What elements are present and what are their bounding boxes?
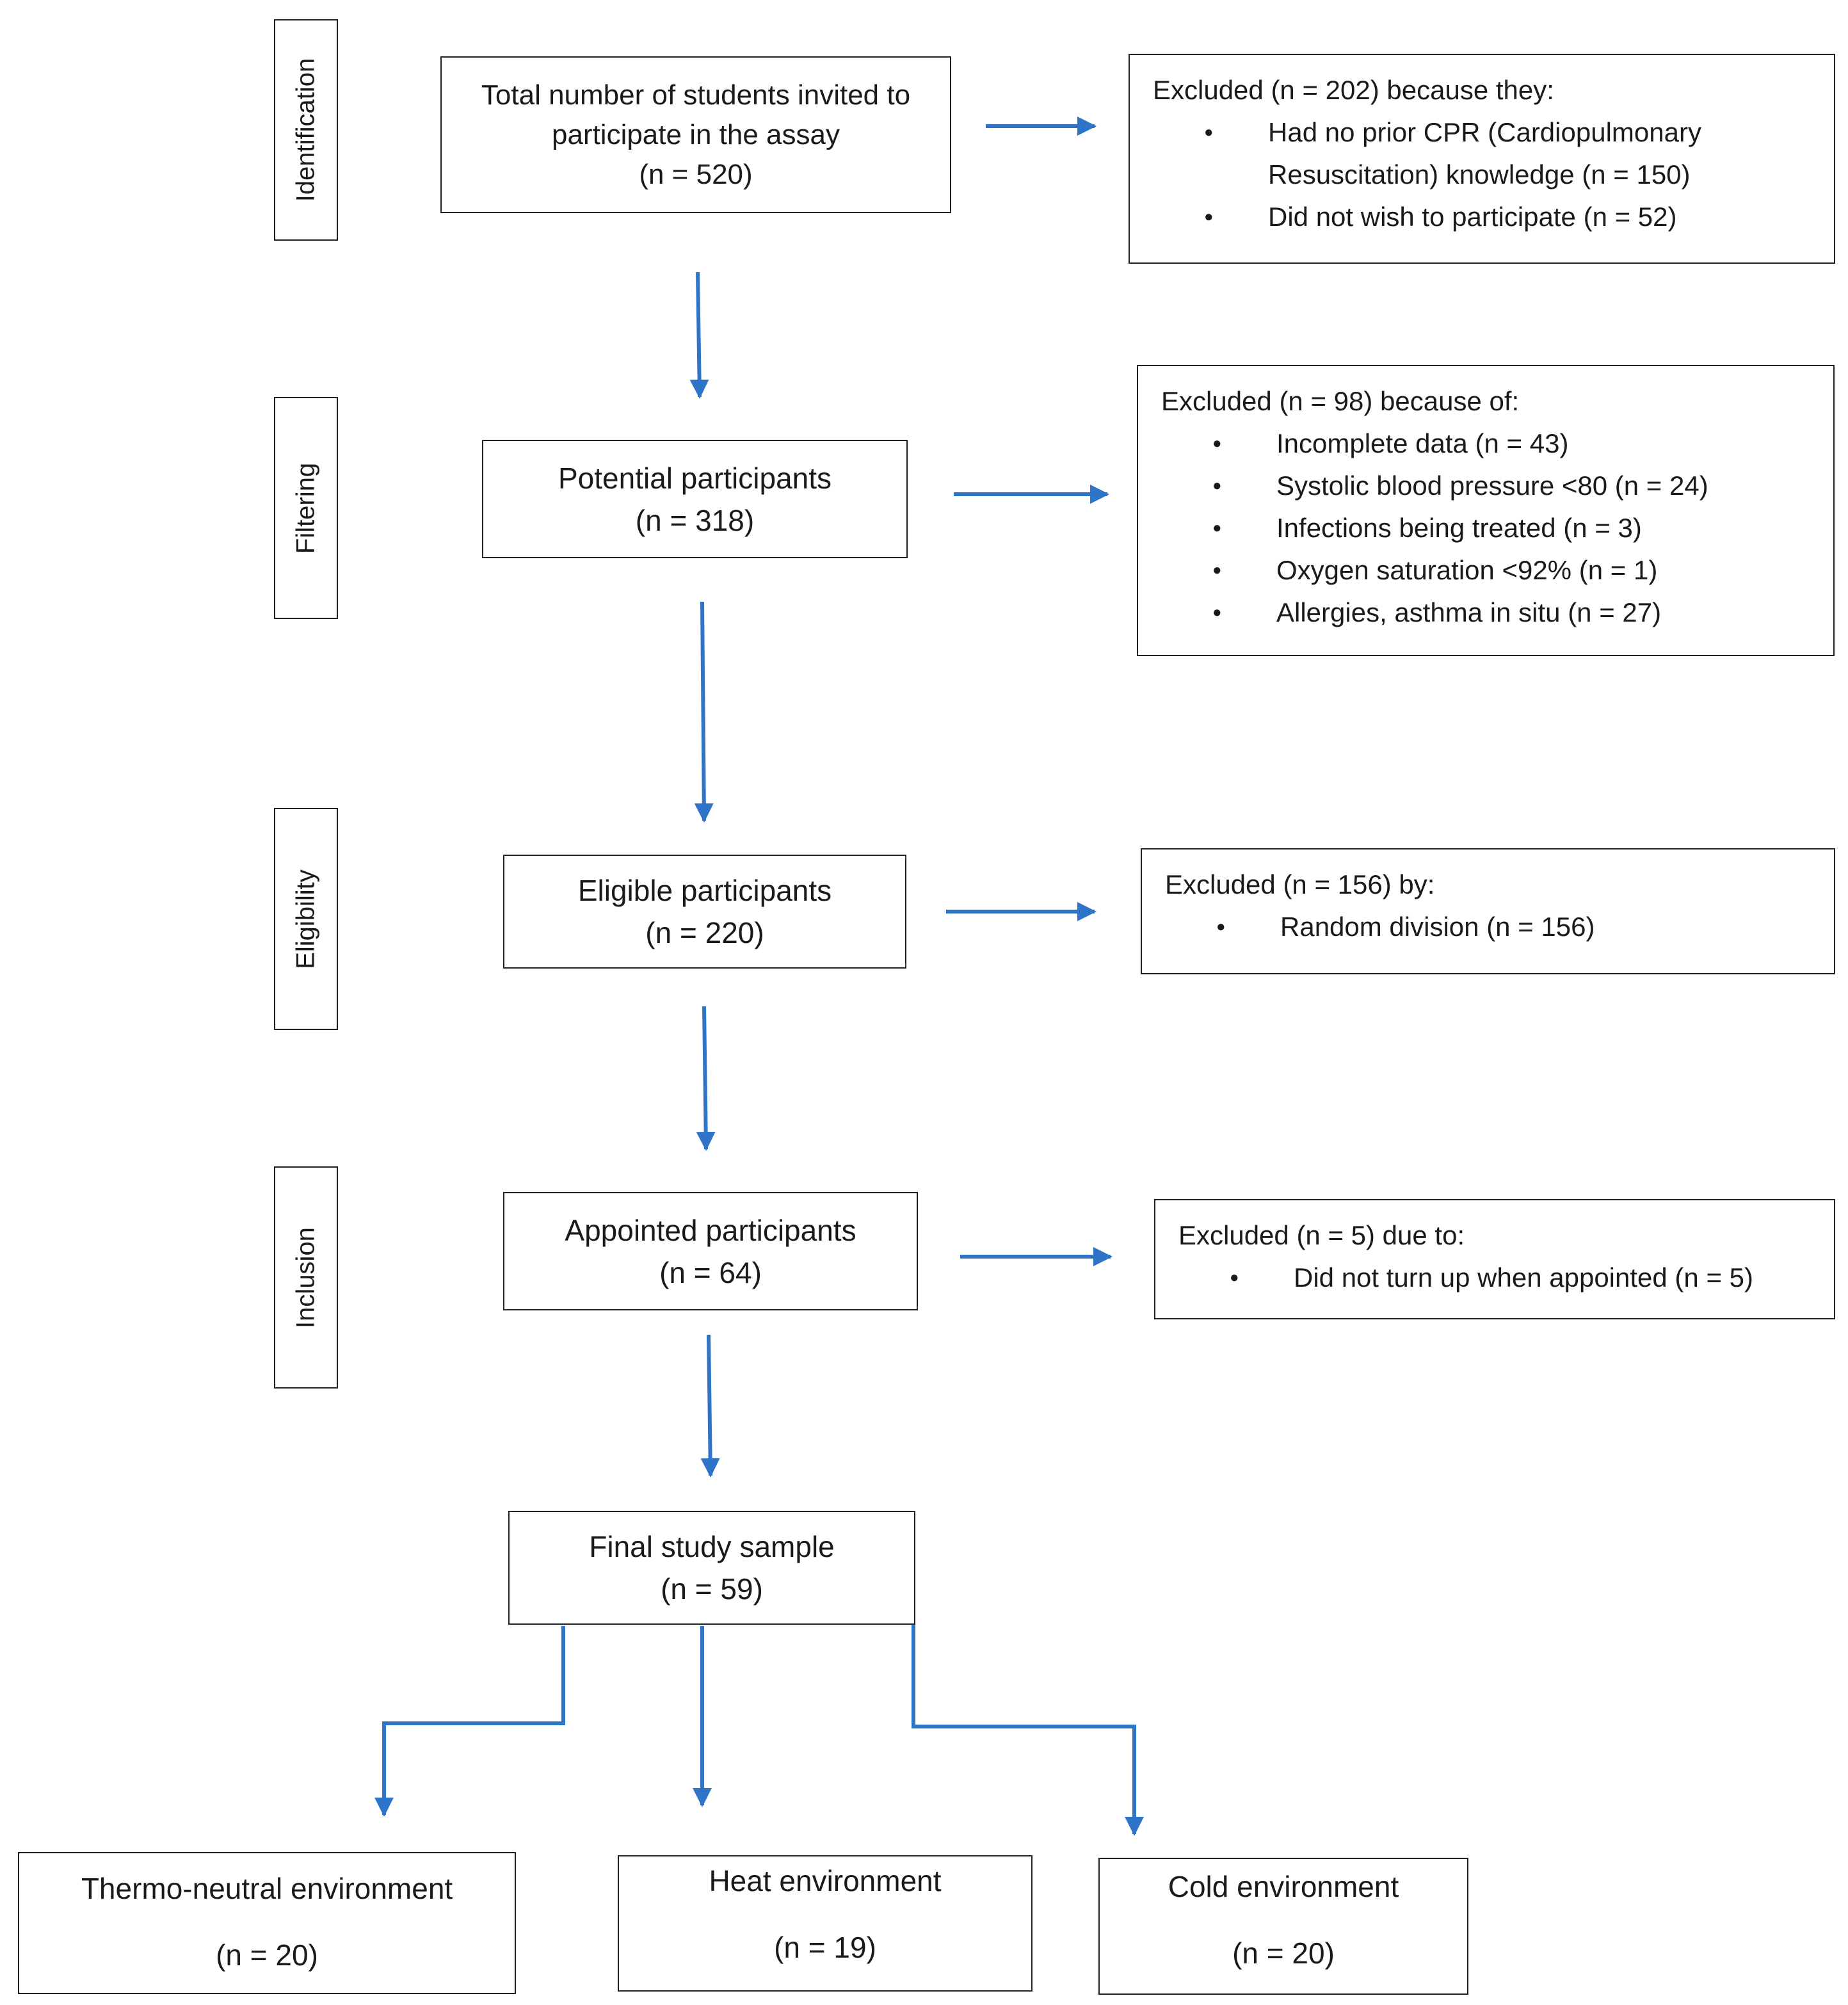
invited-line1: Total number of students invited to [481, 79, 911, 111]
group-thermoneutral-count: (n = 20) [216, 1938, 318, 1972]
stage-inclusion-text: Inclusion [291, 1227, 320, 1328]
exclusion-eligibility-header: Excluded (n = 156) by: [1165, 869, 1435, 899]
stage-filtering-text: Filtering [291, 462, 320, 554]
exclusion-identification-list: Had no prior CPR (Cardiopulmonary Resusc… [1153, 111, 1834, 238]
exclusion-box-eligibility: Excluded (n = 156) by: Random division (… [1141, 848, 1835, 974]
exclusion-box-inclusion: Excluded (n = 5) due to: Did not turn up… [1154, 1199, 1835, 1319]
exclusion-item: Had no prior CPR (Cardiopulmonary Resusc… [1153, 111, 1834, 196]
final-label: Final study sample [589, 1530, 835, 1563]
group-box-cold: Cold environment (n = 20) [1098, 1858, 1468, 1995]
eligible-count: (n = 220) [645, 916, 764, 949]
arrow-appointed-to-final [700, 1334, 720, 1478]
exclusion-item: Systolic blood pressure <80 (n = 24) [1161, 465, 1833, 507]
group-heat-label: Heat environment [709, 1864, 942, 1897]
appointed-label: Appointed participants [565, 1213, 856, 1247]
group-heat-count: (n = 19) [774, 1931, 876, 1964]
exclusion-inclusion-list: Did not turn up when appointed (n = 5) [1178, 1257, 1834, 1299]
invited-box: Total number of students invited to part… [440, 56, 951, 213]
exclusion-item: Random division (n = 156) [1165, 906, 1834, 948]
exclusion-identification-header: Excluded (n = 202) because they: [1153, 75, 1554, 105]
exclusion-item: Allergies, asthma in situ (n = 27) [1161, 592, 1833, 634]
group-thermoneutral-label: Thermo-neutral environment [81, 1872, 453, 1905]
group-cold-label: Cold environment [1168, 1870, 1399, 1903]
final-count: (n = 59) [661, 1572, 763, 1606]
potential-label: Potential participants [558, 461, 832, 495]
stage-eligibility-text: Eligibility [291, 869, 320, 969]
stage-identification-text: Identification [291, 58, 320, 202]
group-box-heat: Heat environment (n = 19) [618, 1855, 1032, 1992]
final-sample-box: Final study sample (n = 59) [508, 1511, 915, 1625]
exclusion-box-identification: Excluded (n = 202) because they: Had no … [1129, 54, 1835, 264]
eligible-participants-box: Eligible participants (n = 220) [503, 855, 906, 969]
stage-label-filtering: Filtering [274, 397, 338, 619]
exclusion-item: Incomplete data (n = 43) [1161, 423, 1833, 465]
appointed-count: (n = 64) [659, 1255, 762, 1289]
arrow-eligible-to-appointed [696, 1006, 716, 1151]
exclusion-item: Did not turn up when appointed (n = 5) [1178, 1257, 1834, 1299]
exclusion-filtering-list: Incomplete data (n = 43) Systolic blood … [1161, 423, 1833, 634]
arrow-potential-to-eligible [694, 601, 714, 823]
group-box-thermoneutral: Thermo-neutral environment (n = 20) [18, 1852, 516, 1994]
arrow-final-to-cold [912, 1613, 1144, 1836]
exclusion-item: Oxygen saturation <92% (n = 1) [1161, 549, 1833, 592]
eligible-label: Eligible participants [577, 874, 832, 907]
stage-label-identification: Identification [274, 19, 338, 241]
exclusion-item: Did not wish to participate (n = 52) [1153, 196, 1834, 238]
potential-participants-box: Potential participants (n = 318) [482, 440, 908, 558]
exclusion-eligibility-list: Random division (n = 156) [1165, 906, 1834, 948]
stage-label-inclusion: Inclusion [274, 1166, 338, 1389]
arrow-invited-to-potential [689, 271, 709, 399]
appointed-participants-box: Appointed participants (n = 64) [503, 1192, 918, 1310]
invited-line2: participate in the assay [551, 118, 840, 150]
exclusion-item: Infections being treated (n = 3) [1161, 507, 1833, 549]
stage-label-eligibility: Eligibility [274, 808, 338, 1030]
exclusion-box-filtering: Excluded (n = 98) because of: Incomplete… [1137, 365, 1835, 656]
potential-count: (n = 318) [635, 503, 755, 537]
group-cold-count: (n = 20) [1232, 1937, 1335, 1970]
arrow-final-to-thermoneutral [374, 1626, 565, 1817]
exclusion-filtering-header: Excluded (n = 98) because of: [1161, 386, 1520, 416]
exclusion-inclusion-header: Excluded (n = 5) due to: [1178, 1220, 1465, 1250]
invited-count: (n = 520) [639, 158, 753, 190]
